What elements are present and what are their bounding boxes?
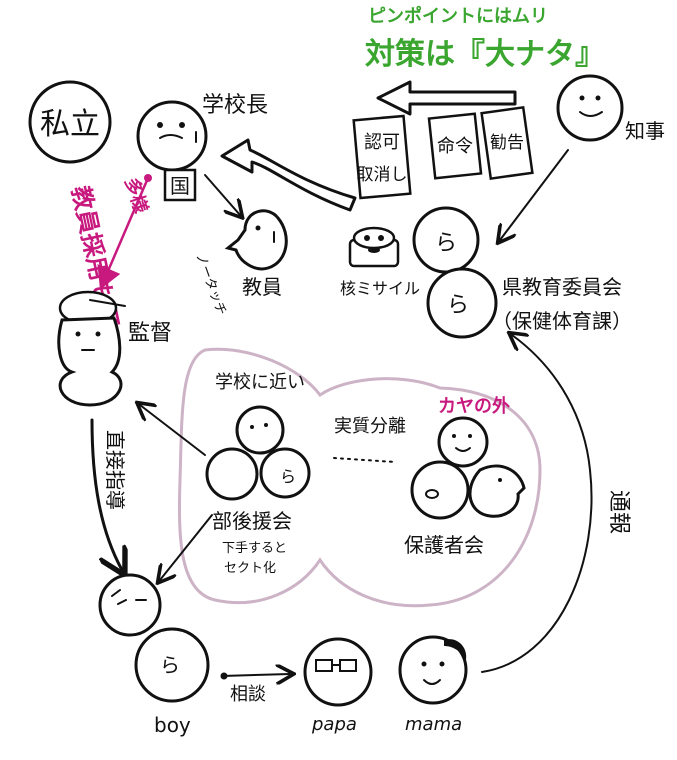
- booster-face-top: [235, 405, 285, 455]
- mama-face: [398, 635, 468, 705]
- hollow-arrow-curve: [220, 138, 357, 212]
- svg-text:ら: ら: [447, 293, 469, 318]
- private-school-node: [28, 80, 112, 164]
- separated-label: 実質分離: [334, 416, 406, 437]
- board-label-line1: 県教育委員会: [502, 275, 622, 299]
- svg-text:勧告: 勧告: [490, 133, 524, 153]
- separation-dots: [333, 457, 396, 463]
- pta-face-left: [410, 460, 470, 520]
- booster-face-right: [259, 447, 311, 499]
- principal-label: 学校長: [202, 93, 268, 118]
- teacher-label: 教員: [242, 275, 282, 299]
- papa-face: [303, 637, 373, 707]
- missile-icon: [348, 226, 400, 268]
- card-order: 命令: [427, 112, 483, 180]
- board-label-line2: （保健体育課）: [492, 309, 632, 333]
- coach-figure: [57, 290, 126, 407]
- direct-label: 直接指導: [103, 430, 127, 510]
- no-touch-label: ノータッチ: [192, 251, 228, 317]
- board-face-front: [426, 267, 498, 339]
- near-school-label: 学校に近い: [215, 372, 305, 393]
- mama-label: mama: [405, 714, 462, 735]
- svg-text:命令: 命令: [437, 136, 473, 157]
- card-revoke: 認可 取消し: [352, 114, 412, 200]
- boy-face-top: [98, 573, 162, 637]
- pta-label: 保護者会: [404, 533, 484, 557]
- governor-face: [556, 74, 624, 142]
- svg-text:ら: ら: [160, 653, 180, 677]
- teacher-face: [224, 209, 288, 271]
- booster-face-left: [205, 447, 259, 501]
- svg-text:認可: 認可: [364, 132, 400, 153]
- hollow-arrow-top: [376, 80, 517, 116]
- arrow-coach-boy: [90, 418, 122, 570]
- arrow-booster-boy: [160, 514, 213, 580]
- booster-label: 部後援会: [212, 509, 292, 533]
- pta-face-right: [468, 464, 526, 518]
- missile-label: 核ミサイル: [340, 279, 420, 298]
- headline-line1: ピンポイントにはムリ: [368, 5, 548, 27]
- boy-face-front: [134, 627, 210, 703]
- private-school-label: 私立: [40, 107, 100, 142]
- arrow-mama-board: [481, 335, 593, 673]
- country-label: 国: [170, 174, 190, 198]
- svg-text:ら: ら: [280, 467, 296, 486]
- report-label: 通報: [606, 490, 631, 534]
- mama-hair: [444, 639, 467, 660]
- svg-text:取消し: 取消し: [357, 165, 408, 185]
- consult-label: 相談: [230, 684, 266, 705]
- arrow-governor-board: [500, 149, 569, 240]
- governor-label: 知事: [625, 119, 665, 143]
- arrow-private-coach: [97, 177, 150, 290]
- headline-line2: 対策は『大ナタ』: [365, 37, 605, 72]
- papa-label: papa: [311, 714, 357, 735]
- boy-label: boy: [154, 713, 191, 737]
- pta-face-top: [437, 416, 489, 468]
- booster-note2: セクト化: [224, 561, 276, 576]
- card-advice: 勧告: [480, 105, 534, 181]
- arrow-booster-coach: [140, 405, 206, 456]
- out-of-scope-label: カヤの外: [438, 395, 510, 417]
- svg-text:ら: ら: [435, 231, 457, 256]
- booster-note1: 下手すると: [222, 541, 287, 556]
- country-box: [163, 168, 197, 202]
- coach-label: 監督: [128, 321, 172, 346]
- support-blob: [177, 347, 542, 608]
- arrow-principal-teacher: [204, 174, 240, 215]
- arrow-boy-papa: [221, 674, 290, 676]
